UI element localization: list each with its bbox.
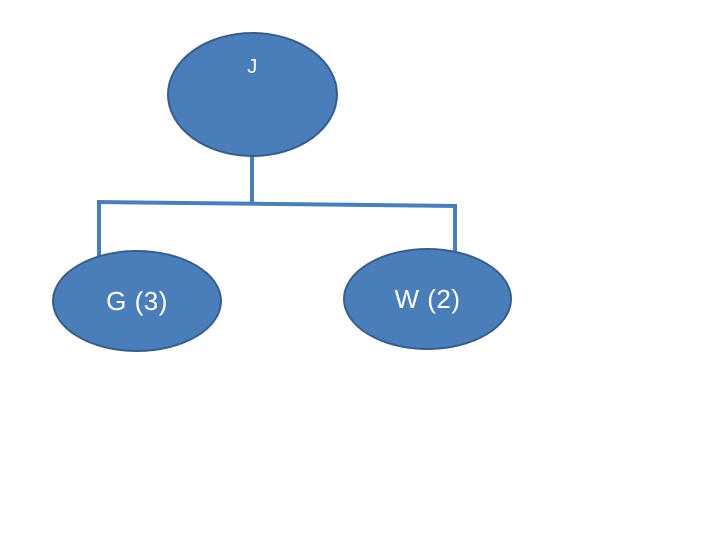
tree-node-root-label: J [247, 55, 258, 78]
tree-node-child-right-label: W (2) [394, 284, 461, 314]
tree-node-root[interactable]: J [167, 32, 338, 157]
tree-node-child-left[interactable]: G (3) [52, 250, 222, 352]
tree-node-child-right[interactable]: W (2) [343, 248, 512, 350]
connector-horizontal-bus [96, 200, 458, 208]
tree-node-child-left-label: G (3) [106, 286, 168, 316]
